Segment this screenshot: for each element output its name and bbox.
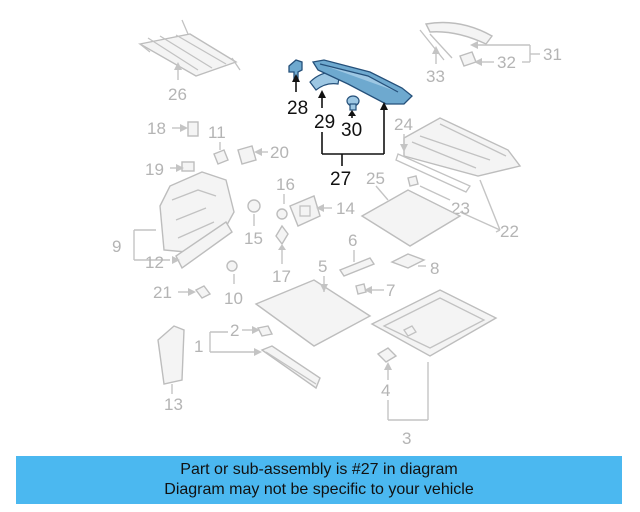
label-2: 2	[230, 321, 239, 340]
part-27-assembly-highlight	[288, 59, 413, 111]
label-25: 25	[366, 169, 385, 188]
label-16: 16	[276, 175, 295, 194]
label-7: 7	[386, 281, 395, 300]
part-2-clip	[242, 325, 274, 337]
part-24-rear-trim	[395, 117, 522, 193]
part-10-clip	[226, 260, 238, 284]
label-12: 12	[145, 253, 164, 272]
part-14-cover	[289, 195, 332, 227]
part-11-bracket	[213, 142, 229, 165]
part-6-bar	[338, 250, 376, 277]
label-20: 20	[270, 143, 289, 162]
label-8: 8	[430, 259, 439, 278]
label-30: 30	[341, 120, 362, 141]
part-17-plug	[275, 224, 289, 264]
banner-line-1: Part or sub-assembly is #27 in diagram	[180, 461, 458, 478]
label-5: 5	[318, 257, 327, 276]
label-9: 9	[112, 237, 121, 256]
part-18-clip	[172, 121, 199, 137]
part-32-clip	[459, 51, 494, 67]
part-21-clip	[178, 285, 212, 299]
label-1: 1	[194, 337, 203, 356]
label-29: 29	[314, 112, 335, 133]
label-3: 3	[402, 429, 411, 448]
part-12-panel	[172, 221, 233, 270]
label-15: 15	[244, 229, 263, 248]
part-19-clip	[170, 161, 195, 172]
part-13-panel	[157, 325, 185, 394]
label-33: 33	[426, 67, 445, 86]
part-22-lines	[459, 179, 501, 233]
label-10: 10	[224, 289, 243, 308]
label-17: 17	[272, 267, 291, 286]
parts-diagram: 26 28 29 30 27	[112, 19, 562, 448]
part-7-clip	[355, 283, 384, 295]
label-27: 27	[330, 169, 351, 190]
label-32: 32	[497, 53, 516, 72]
part-1-sill	[209, 331, 321, 390]
label-18: 18	[147, 119, 166, 138]
part-26-cargo-shade	[138, 19, 241, 80]
part-16-plug	[276, 194, 288, 220]
part-31-bracket-lines	[470, 41, 540, 63]
label-22: 22	[500, 222, 519, 241]
label-13: 13	[164, 395, 183, 414]
part-20-clip	[237, 145, 268, 165]
label-11: 11	[208, 123, 226, 142]
label-14: 14	[336, 199, 355, 218]
part-25-mat	[360, 185, 462, 247]
label-19: 19	[145, 160, 164, 179]
part-9-side-trim	[133, 171, 235, 261]
label-24: 24	[394, 115, 413, 134]
label-26: 26	[168, 85, 187, 104]
label-4: 4	[381, 381, 390, 400]
part-3-cargo-tray	[370, 289, 498, 421]
banner-line-2: Diagram may not be specific to your vehi…	[164, 481, 474, 498]
part-33-trim	[419, 21, 494, 64]
part-23-clip	[407, 175, 451, 201]
label-28: 28	[287, 98, 308, 119]
label-31: 31	[543, 45, 562, 64]
part-27-leader-lines	[292, 74, 388, 166]
part-8-bar	[390, 253, 426, 269]
label-6: 6	[348, 231, 357, 250]
part-5-floor-mat	[254, 276, 372, 347]
info-banner: Part or sub-assembly is #27 in diagram D…	[16, 456, 622, 504]
part-4-clip	[376, 347, 398, 420]
part-15-plug	[247, 199, 261, 226]
label-21: 21	[153, 283, 172, 302]
